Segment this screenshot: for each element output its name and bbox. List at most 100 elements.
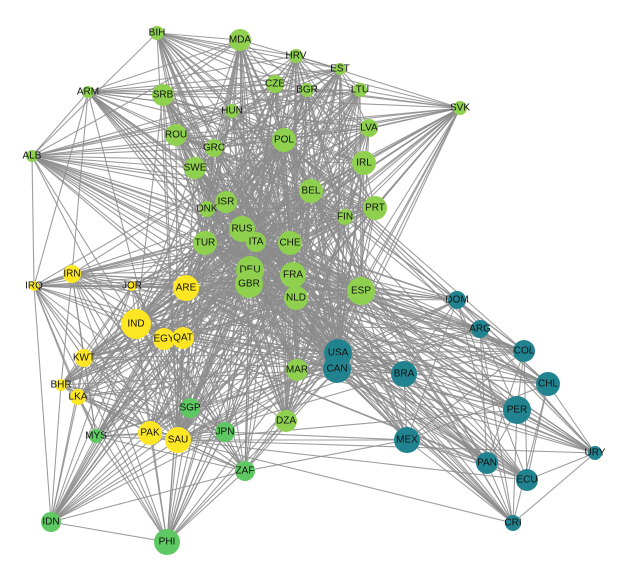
edge-are-grc — [185, 147, 215, 289]
node-pol[interactable]: POL — [272, 128, 296, 152]
edge-arm-srb — [87, 91, 164, 96]
edge-ecu-sau — [177, 439, 528, 481]
edge-hrv-ind — [135, 55, 297, 325]
edge-pol-ury — [283, 139, 596, 454]
node-dom[interactable]: DOM — [445, 291, 469, 309]
edge-arm-sau — [87, 91, 179, 441]
node-hun[interactable]: HUN — [221, 104, 243, 118]
node-swe[interactable]: SWE — [184, 157, 207, 179]
node-alb[interactable]: ALB — [23, 150, 42, 162]
edge-bel-pan — [310, 190, 488, 464]
edge-irn-tur — [71, 242, 206, 275]
node-chl[interactable]: CHL — [536, 372, 560, 396]
node-grc[interactable]: GRC — [203, 139, 225, 157]
node-can[interactable]: CAN — [323, 355, 351, 383]
node-tur[interactable]: TUR — [193, 231, 217, 255]
node-phi[interactable]: PHI — [154, 529, 180, 555]
node-circle — [82, 86, 94, 98]
node-sau[interactable]: SAU — [165, 427, 191, 453]
edge-idn-mys — [50, 435, 97, 523]
edge-are-ecu — [185, 287, 528, 481]
node-arm[interactable]: ARM — [77, 86, 99, 98]
node-label: PRT — [365, 203, 385, 214]
node-che[interactable]: CHE — [278, 231, 302, 255]
node-lka[interactable]: LKA — [69, 389, 88, 405]
node-label: CHE — [279, 238, 300, 249]
node-mda[interactable]: MDA — [229, 29, 252, 51]
node-kwt[interactable]: KWT — [73, 349, 95, 367]
node-qat[interactable]: QAT — [172, 327, 194, 349]
node-pak[interactable]: PAK — [138, 421, 162, 445]
node-est[interactable]: EST — [330, 63, 350, 75]
node-hrv[interactable]: HRV — [286, 49, 307, 63]
node-irn[interactable]: IRN — [63, 265, 81, 283]
node-ind[interactable]: IND — [121, 309, 151, 339]
node-sgp[interactable]: SGP — [179, 398, 201, 418]
edge-cri-dom — [456, 299, 514, 524]
node-srb[interactable]: SRB — [152, 84, 174, 106]
node-mys[interactable]: MYS — [85, 429, 107, 443]
node-circle — [152, 84, 174, 106]
edge-hrv-ltu — [295, 55, 361, 91]
edge-arm-irq — [33, 91, 89, 287]
node-mex[interactable]: MEX — [394, 427, 420, 453]
node-bgr[interactable]: BGR — [296, 83, 318, 97]
node-rou[interactable]: ROU — [165, 124, 187, 146]
node-egy[interactable]: EGY — [153, 328, 175, 350]
edge-are-pol — [185, 139, 285, 289]
node-lva[interactable]: LVA — [360, 119, 378, 137]
node-mar[interactable]: MAR — [286, 359, 308, 381]
node-dza[interactable]: DZA — [275, 410, 297, 432]
node-bra[interactable]: BRA — [391, 361, 417, 387]
edge-arm-hrv — [87, 55, 297, 93]
node-gbr[interactable]: GBR — [235, 270, 263, 298]
node-label: BEL — [302, 186, 321, 197]
node-label: EST — [330, 64, 349, 75]
node-ecu[interactable]: ECU — [516, 469, 538, 491]
node-irq[interactable]: IRQ — [25, 281, 43, 292]
node-prt[interactable]: PRT — [363, 196, 387, 220]
node-arg[interactable]: ARG — [469, 320, 491, 338]
node-bhr[interactable]: BHR — [50, 379, 72, 391]
node-label: GBR — [238, 279, 260, 290]
node-fin[interactable]: FIN — [337, 209, 353, 225]
node-idn[interactable]: IDN — [41, 512, 61, 532]
node-bel[interactable]: BEL — [299, 179, 323, 203]
node-pan[interactable]: PAN — [476, 452, 498, 474]
node-fra[interactable]: FRA — [280, 262, 306, 288]
node-isr[interactable]: ISR — [215, 191, 237, 213]
edge-alb-fra — [31, 155, 294, 276]
edge-bel-can — [310, 190, 338, 370]
edge-esp-sau — [177, 290, 362, 441]
node-cze[interactable]: CZE — [265, 75, 285, 93]
edge-alb-dnk — [31, 155, 208, 210]
edge-arg-pan — [479, 328, 488, 464]
node-ury[interactable]: URY — [585, 446, 606, 460]
node-circle — [215, 191, 237, 213]
edge-col-pol — [283, 139, 525, 352]
edge-mys-sau — [95, 435, 179, 441]
node-per[interactable]: PER — [503, 396, 531, 424]
node-label: IRL — [356, 158, 372, 169]
node-label: MYS — [85, 431, 107, 442]
node-are[interactable]: ARE — [173, 275, 199, 301]
node-nld[interactable]: NLD — [284, 286, 308, 310]
node-jpn[interactable]: JPN — [215, 422, 235, 442]
node-zaf[interactable]: ZAF — [235, 461, 255, 481]
node-circle — [184, 157, 206, 179]
node-circle — [127, 281, 137, 291]
node-jor[interactable]: JOR — [122, 281, 142, 292]
node-svk[interactable]: SVK — [450, 101, 470, 115]
node-circle — [180, 398, 200, 418]
edge-can-mex — [336, 368, 408, 441]
node-irl[interactable]: IRL — [352, 151, 376, 175]
node-bih[interactable]: BIH — [149, 26, 166, 40]
node-dnk[interactable]: DNK — [196, 201, 218, 217]
node-ltu[interactable]: LTU — [351, 83, 369, 97]
node-esp[interactable]: ESP — [347, 277, 375, 305]
edge-arg-cri — [479, 328, 514, 524]
node-col[interactable]: COL — [513, 340, 535, 362]
node-cri[interactable]: CRI — [504, 515, 522, 531]
node-circle — [89, 429, 103, 443]
node-ita[interactable]: ITA — [246, 232, 266, 252]
